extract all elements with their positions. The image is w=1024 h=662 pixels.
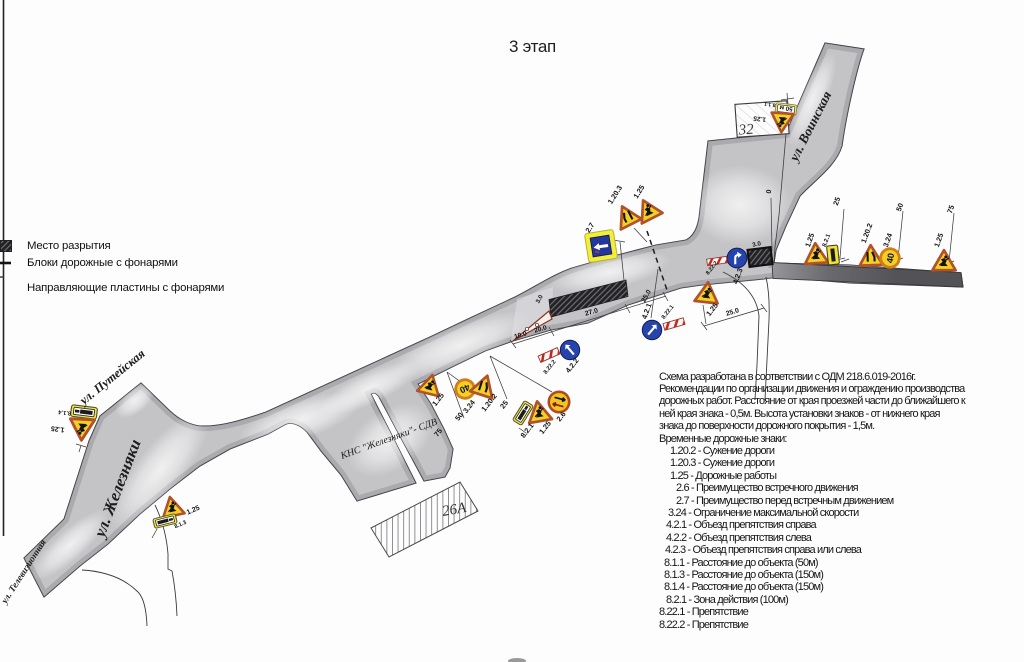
svg-text:3.0: 3.0 <box>752 240 762 249</box>
svg-text:1.25: 1.25 <box>631 183 646 200</box>
svg-text:8.22.1: 8.22.1 <box>661 304 676 321</box>
svg-text:1.25: 1.25 <box>51 424 65 433</box>
svg-text:75: 75 <box>945 204 956 215</box>
svg-text:1.25: 1.25 <box>186 505 201 517</box>
svg-text:25: 25 <box>498 398 510 410</box>
svg-text:27.0: 27.0 <box>584 307 599 317</box>
svg-text:1.25: 1.25 <box>932 232 945 248</box>
svg-text:8.22.2: 8.22.2 <box>543 359 558 375</box>
svg-text:32: 32 <box>737 122 755 139</box>
svg-text:8.2.1: 8.2.1 <box>822 233 832 248</box>
svg-text:1.25: 1.25 <box>753 114 767 123</box>
svg-text:4.2.1: 4.2.1 <box>640 302 654 320</box>
svg-text:10.0: 10.0 <box>513 330 528 340</box>
svg-text:8.1.4: 8.1.4 <box>57 408 71 416</box>
svg-text:25.0: 25.0 <box>725 307 740 318</box>
svg-text:1.20.3: 1.20.3 <box>606 184 624 206</box>
svg-text:8.1.3: 8.1.3 <box>174 520 188 531</box>
svg-text:8.1.1: 8.1.1 <box>764 100 776 107</box>
svg-text:50: 50 <box>453 410 465 422</box>
svg-text:3.0: 3.0 <box>535 293 545 304</box>
svg-text:25: 25 <box>831 196 842 207</box>
svg-text:3.24: 3.24 <box>461 397 477 414</box>
svg-text:26А: 26А <box>441 500 468 520</box>
svg-text:50: 50 <box>894 202 905 213</box>
svg-text:20.0: 20.0 <box>533 324 548 334</box>
svg-text:3.24: 3.24 <box>881 231 895 248</box>
svg-text:0: 0 <box>766 189 774 194</box>
svg-text:75: 75 <box>432 426 444 438</box>
svg-text:1.20.2: 1.20.2 <box>859 222 874 244</box>
